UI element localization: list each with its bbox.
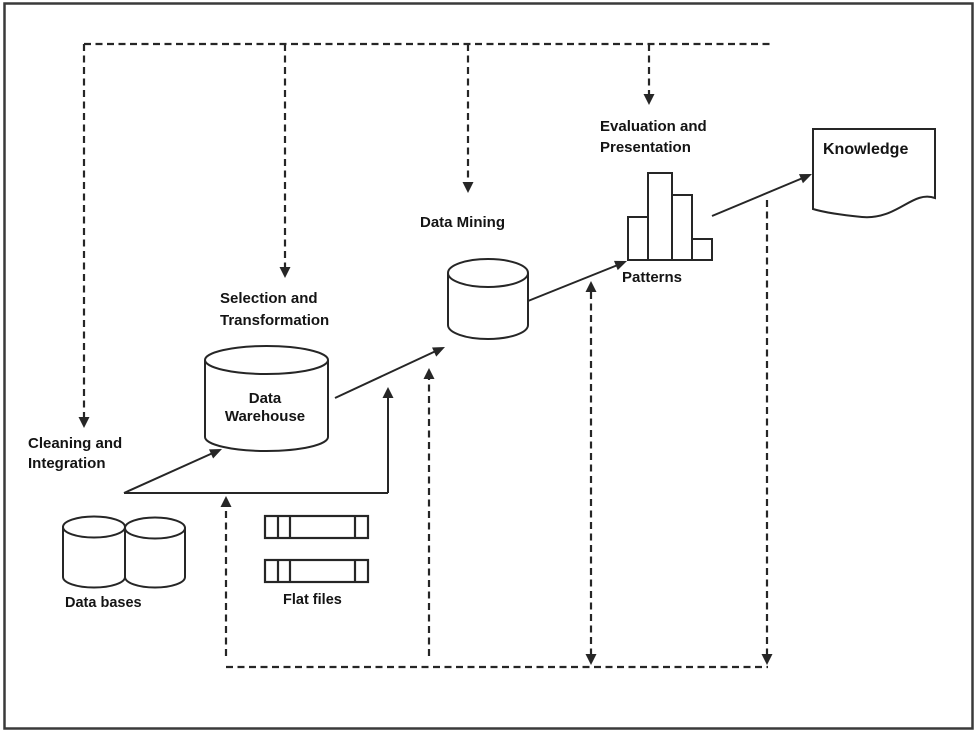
histogram-bar bbox=[647, 172, 673, 261]
patterns-label: Patterns bbox=[622, 269, 682, 286]
arrow-warehouse-to-mining-line bbox=[334, 349, 438, 399]
knowledge-label: Knowledge bbox=[823, 141, 908, 158]
diagram-border bbox=[3, 2, 974, 730]
dashed-top-flow bbox=[78, 42, 771, 428]
cylinder-top bbox=[62, 515, 126, 539]
cylinder-body bbox=[62, 527, 126, 589]
warehouse-label-line1: Data bbox=[249, 390, 282, 407]
arrow-mining-to-patterns-line bbox=[527, 263, 620, 302]
document-shape bbox=[812, 128, 936, 219]
arrowhead-up-riser-left bbox=[220, 496, 232, 507]
cleaning-label-line1: Cleaning and bbox=[28, 435, 122, 452]
arrowhead-down-cleaning bbox=[78, 417, 90, 428]
cylinder-top bbox=[124, 516, 186, 540]
cylinder-body bbox=[204, 360, 329, 452]
flat-files-icon: Flat files bbox=[263, 514, 370, 608]
arrowhead-to-patterns bbox=[614, 260, 627, 271]
data-warehouse-cylinder-icon: Data Warehouse bbox=[204, 345, 329, 452]
arrowhead-down-selection bbox=[279, 267, 291, 278]
flat-file-dividers bbox=[276, 560, 357, 582]
databases-cylinders-icon: Data bases bbox=[62, 515, 186, 611]
flat-file-bar bbox=[263, 514, 370, 540]
data-mining-cylinder-icon bbox=[447, 258, 529, 340]
dashed-feedback-loop bbox=[220, 200, 773, 669]
arrowhead-down-knowledge-feedback bbox=[761, 654, 773, 665]
cylinder-top bbox=[447, 258, 529, 288]
warehouse-label-line2: Warehouse bbox=[225, 408, 305, 425]
arrowhead-down-evaluation bbox=[643, 94, 655, 105]
evaluation-label-line2: Presentation bbox=[600, 139, 691, 156]
histogram-bar bbox=[671, 194, 693, 261]
arrowhead-down-data-mining bbox=[462, 182, 474, 193]
arrowhead-up-riser-middle bbox=[423, 368, 435, 379]
arrowhead-to-knowledge bbox=[799, 174, 812, 184]
patterns-histogram-icon: Patterns bbox=[622, 172, 713, 286]
cylinder-body bbox=[447, 273, 529, 340]
arrowhead-down-patterns-feedback bbox=[585, 654, 597, 665]
arrowhead-up-patterns bbox=[585, 281, 597, 292]
arrowhead-to-data-mining bbox=[432, 347, 445, 357]
arrow-patterns-to-knowledge-line bbox=[711, 176, 805, 217]
cleaning-label-line2: Integration bbox=[28, 455, 106, 472]
arrowhead-up-collector bbox=[382, 387, 394, 398]
arrow-to-warehouse-line bbox=[123, 451, 215, 494]
sources-collector-line bbox=[124, 397, 389, 494]
flat-file-dividers bbox=[276, 516, 357, 538]
histogram-bar bbox=[691, 238, 713, 261]
cylinder-body bbox=[124, 528, 186, 589]
step-labels: Cleaning and Integration Selection and T… bbox=[28, 118, 707, 472]
flat-files-label: Flat files bbox=[283, 592, 342, 608]
arrowhead-to-warehouse bbox=[209, 449, 222, 459]
histogram-bar bbox=[627, 216, 649, 261]
flat-file-bar bbox=[263, 558, 370, 584]
data-mining-label: Data Mining bbox=[420, 214, 505, 231]
cylinder-top bbox=[204, 345, 329, 375]
databases-label: Data bases bbox=[65, 595, 142, 611]
solid-flow-arrows bbox=[123, 174, 812, 494]
evaluation-label-line1: Evaluation and bbox=[600, 118, 707, 135]
knowledge-document-icon: Knowledge bbox=[812, 128, 936, 219]
selection-label-line1: Selection and bbox=[220, 290, 318, 307]
selection-label-line2: Transformation bbox=[220, 312, 329, 329]
